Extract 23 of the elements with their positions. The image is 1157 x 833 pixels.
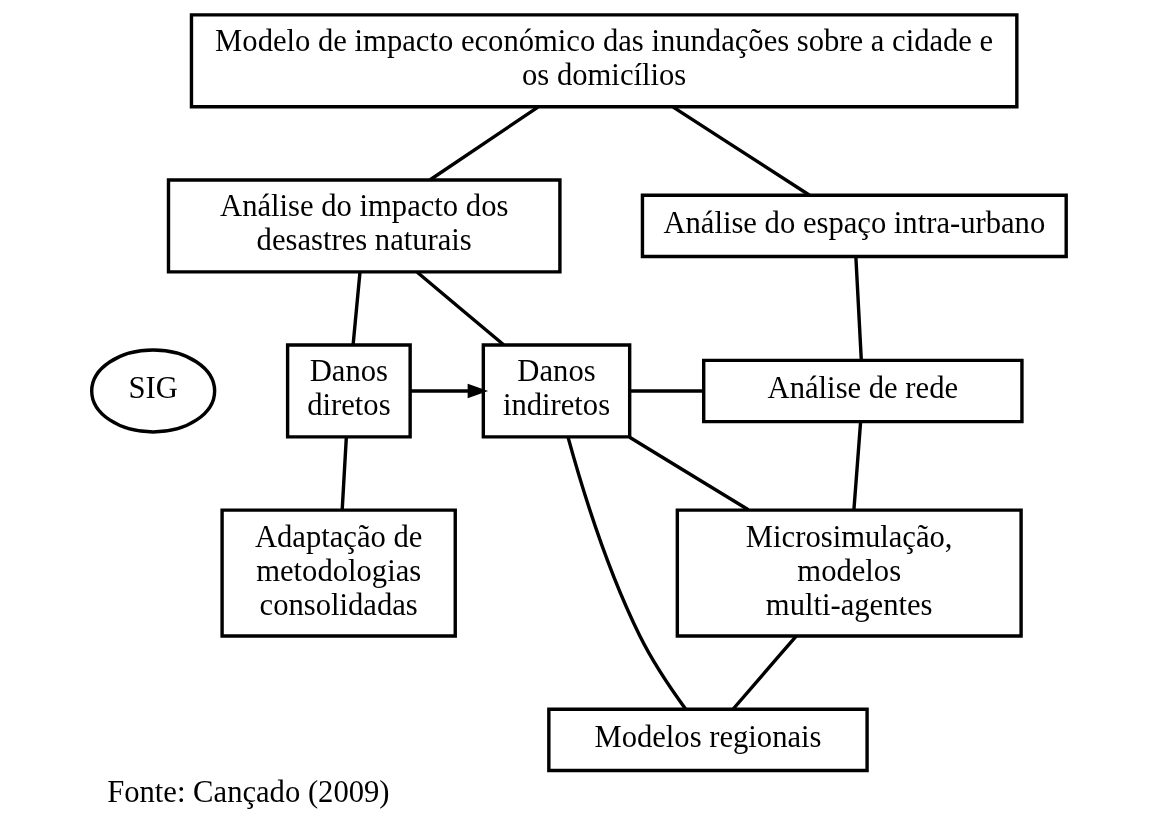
connector <box>629 389 703 393</box>
connector <box>340 437 348 510</box>
connector <box>415 270 505 347</box>
node-box: Análise de rede <box>701 358 1024 424</box>
connector <box>428 105 539 182</box>
connector <box>853 257 863 360</box>
connector <box>350 272 362 345</box>
node-box: Adaptação de metodologias consolidadas <box>219 508 457 638</box>
node-box: Microsimulação, modelos multi-agentes <box>675 508 1023 638</box>
connector <box>851 422 862 511</box>
node-box: Danos indiretos <box>481 343 631 439</box>
node-ellipse: SIG <box>89 348 216 434</box>
node-box: Modelos regionais <box>546 707 869 773</box>
connector <box>565 436 687 710</box>
connector <box>628 435 749 512</box>
connector <box>671 105 810 197</box>
node-box: Análise do espaço intra-urbano <box>640 193 1068 259</box>
node-box: Modelo de impacto económico das inundações sobre a cidade e os domicílios <box>189 13 1019 109</box>
node-box: Análise do impacto dos desastres naturais <box>166 178 562 274</box>
arrow <box>410 383 488 399</box>
caption: Fonte: Cançado (2009) <box>106 774 390 809</box>
node-box: Danos diretos <box>285 343 412 439</box>
connector <box>731 634 797 711</box>
